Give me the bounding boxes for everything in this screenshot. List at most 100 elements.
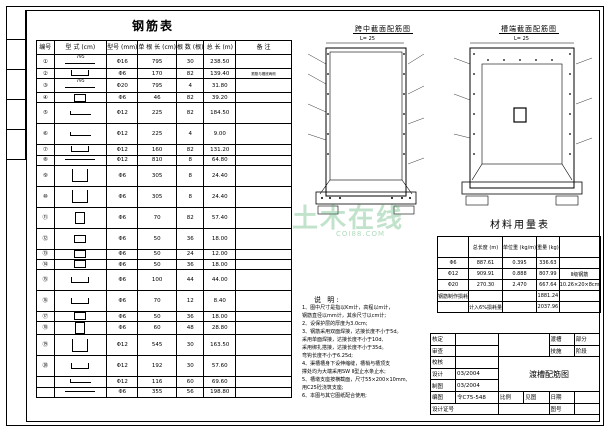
tb-scale-label: 比例 (497, 390, 525, 404)
material-cell: 计入6%损耗量 (468, 301, 503, 313)
tb-stage-2: 阶段 (573, 344, 601, 358)
note-line: 弯钩长度不小于6.25d; (302, 353, 353, 359)
rebar-note (235, 269, 292, 292)
material-cell: Ⅱ级钢筋 (558, 268, 601, 280)
watermark-logo: 土木在线 (292, 204, 405, 234)
rebar-no: ① (36, 54, 55, 69)
rebar-note (235, 311, 292, 323)
rebar-dia: Φ12 (106, 123, 139, 146)
tb-draw: 制图 (430, 379, 456, 392)
rebar-count: 36 (175, 258, 205, 271)
tb-review: 审查 (430, 344, 456, 358)
rebar-dia: Φ20 (106, 78, 139, 94)
material-cell: 909.91 (468, 268, 503, 280)
rebar-shape-sketch (65, 63, 96, 64)
rebar-count: 8 (175, 154, 205, 166)
rebar-total: 24.40 (203, 185, 237, 208)
rebar-note: 筋筋与槽底两侧 (235, 67, 292, 80)
rebar-dia: Φ6 (106, 386, 139, 398)
rebar-shape (53, 386, 108, 398)
rebar-dim: 795 (76, 79, 85, 85)
rebar-no: ④ (36, 92, 55, 104)
material-header-4 (558, 236, 601, 258)
header-total: 总 长 (m) (203, 40, 237, 55)
material-cell: 336.63 (536, 257, 560, 269)
rebar-shape (53, 144, 108, 156)
tb-date-label: 日期 (548, 390, 575, 404)
material-cell (558, 257, 601, 269)
material-cell: 667.64 (536, 279, 560, 291)
rebar-shape-sketch (71, 297, 90, 304)
rebar-total: 198.80 (203, 386, 237, 398)
material-cell: 887.61 (468, 257, 503, 269)
mid-section-title: 跨中截面配筋图 (328, 24, 438, 34)
rebar-length: 116 (137, 376, 177, 388)
rebar-shape (53, 258, 108, 271)
rebar-count: 82 (175, 102, 205, 125)
title-block: 核定 渡槽 部分 审查 技施 阶段 校核 渡槽配筋图 设计 03/2004 制图… (430, 332, 601, 416)
note-line: 1、图中尺寸是指以Km计，高程以m计， (302, 305, 394, 311)
rebar-shape-sketch (74, 250, 87, 259)
rebar-total: 8.40 (203, 290, 237, 313)
material-cell (558, 290, 601, 302)
note-line: 2、设保护层的厚度为3.0cm; (302, 321, 368, 327)
material-cell: 270.30 (468, 279, 503, 291)
rebar-no: ⑩ (36, 185, 55, 208)
rebar-shape (53, 92, 108, 104)
header-note: 备 注 (235, 40, 292, 55)
rebar-total: 184.50 (203, 102, 237, 125)
header-count: 根 数 (根) (175, 40, 205, 55)
rebar-total: 18.00 (203, 227, 237, 250)
rebar-length: 70 (137, 206, 177, 229)
rebar-length: 545 (137, 334, 177, 357)
tb-unit-label: 见图 (523, 390, 550, 404)
rebar-length: 170 (137, 67, 177, 80)
rebar-shape-sketch (71, 362, 90, 369)
rebar-count: 82 (175, 92, 205, 104)
material-table-title: 材料用量表 (490, 220, 550, 231)
rebar-length: 225 (137, 123, 177, 146)
rebar-no: ⑥ (36, 123, 55, 146)
header-len: 单 根 长 (cm) (137, 40, 177, 55)
rebar-dia: Φ6 (106, 164, 139, 187)
rebar-no (36, 376, 55, 388)
material-cell: 2037.96 (536, 301, 560, 313)
rebar-shape-sketch (72, 338, 89, 352)
rebar-shape-sketch (65, 159, 96, 161)
rebar-total: 69.60 (203, 376, 237, 388)
rebar-length: 810 (137, 154, 177, 166)
rebar-no (36, 386, 55, 398)
rebar-length: 795 (137, 54, 177, 69)
rebar-table-header: 编号 型 式 (cm) 型号 (mm) 单 根 长 (cm) 根 数 (根) 总… (36, 40, 292, 55)
rebar-no: ⑯ (36, 290, 55, 313)
material-header-0 (436, 236, 470, 258)
rebar-count: 82 (175, 144, 205, 156)
rebar-length: 100 (137, 269, 177, 292)
mid-section-title-text: 跨中截面配筋图 (353, 25, 413, 34)
rebar-length: 160 (137, 144, 177, 156)
rebar-count: 30 (175, 355, 205, 378)
rebar-length: 50 (137, 258, 177, 271)
rebar-shape (53, 290, 108, 313)
rebar-no: ⑫ (36, 227, 55, 250)
material-cell: Φ6 (436, 257, 470, 269)
rebar-dia: Φ12 (106, 376, 139, 388)
tb-verify: 核定 (430, 333, 456, 346)
rebar-shape (53, 376, 108, 388)
rebar-note (235, 321, 292, 336)
rebar-length: 46 (137, 92, 177, 104)
rebar-shape (53, 269, 108, 292)
rebar-total: 57.40 (203, 206, 237, 229)
tb-check: 校核 (430, 356, 456, 369)
material-header-2: 单位重 (kg/m) (501, 236, 538, 258)
tb-sheet-label: 图号 (548, 402, 575, 416)
rebar-shape (53, 185, 108, 208)
rebar-count: 82 (175, 67, 205, 80)
